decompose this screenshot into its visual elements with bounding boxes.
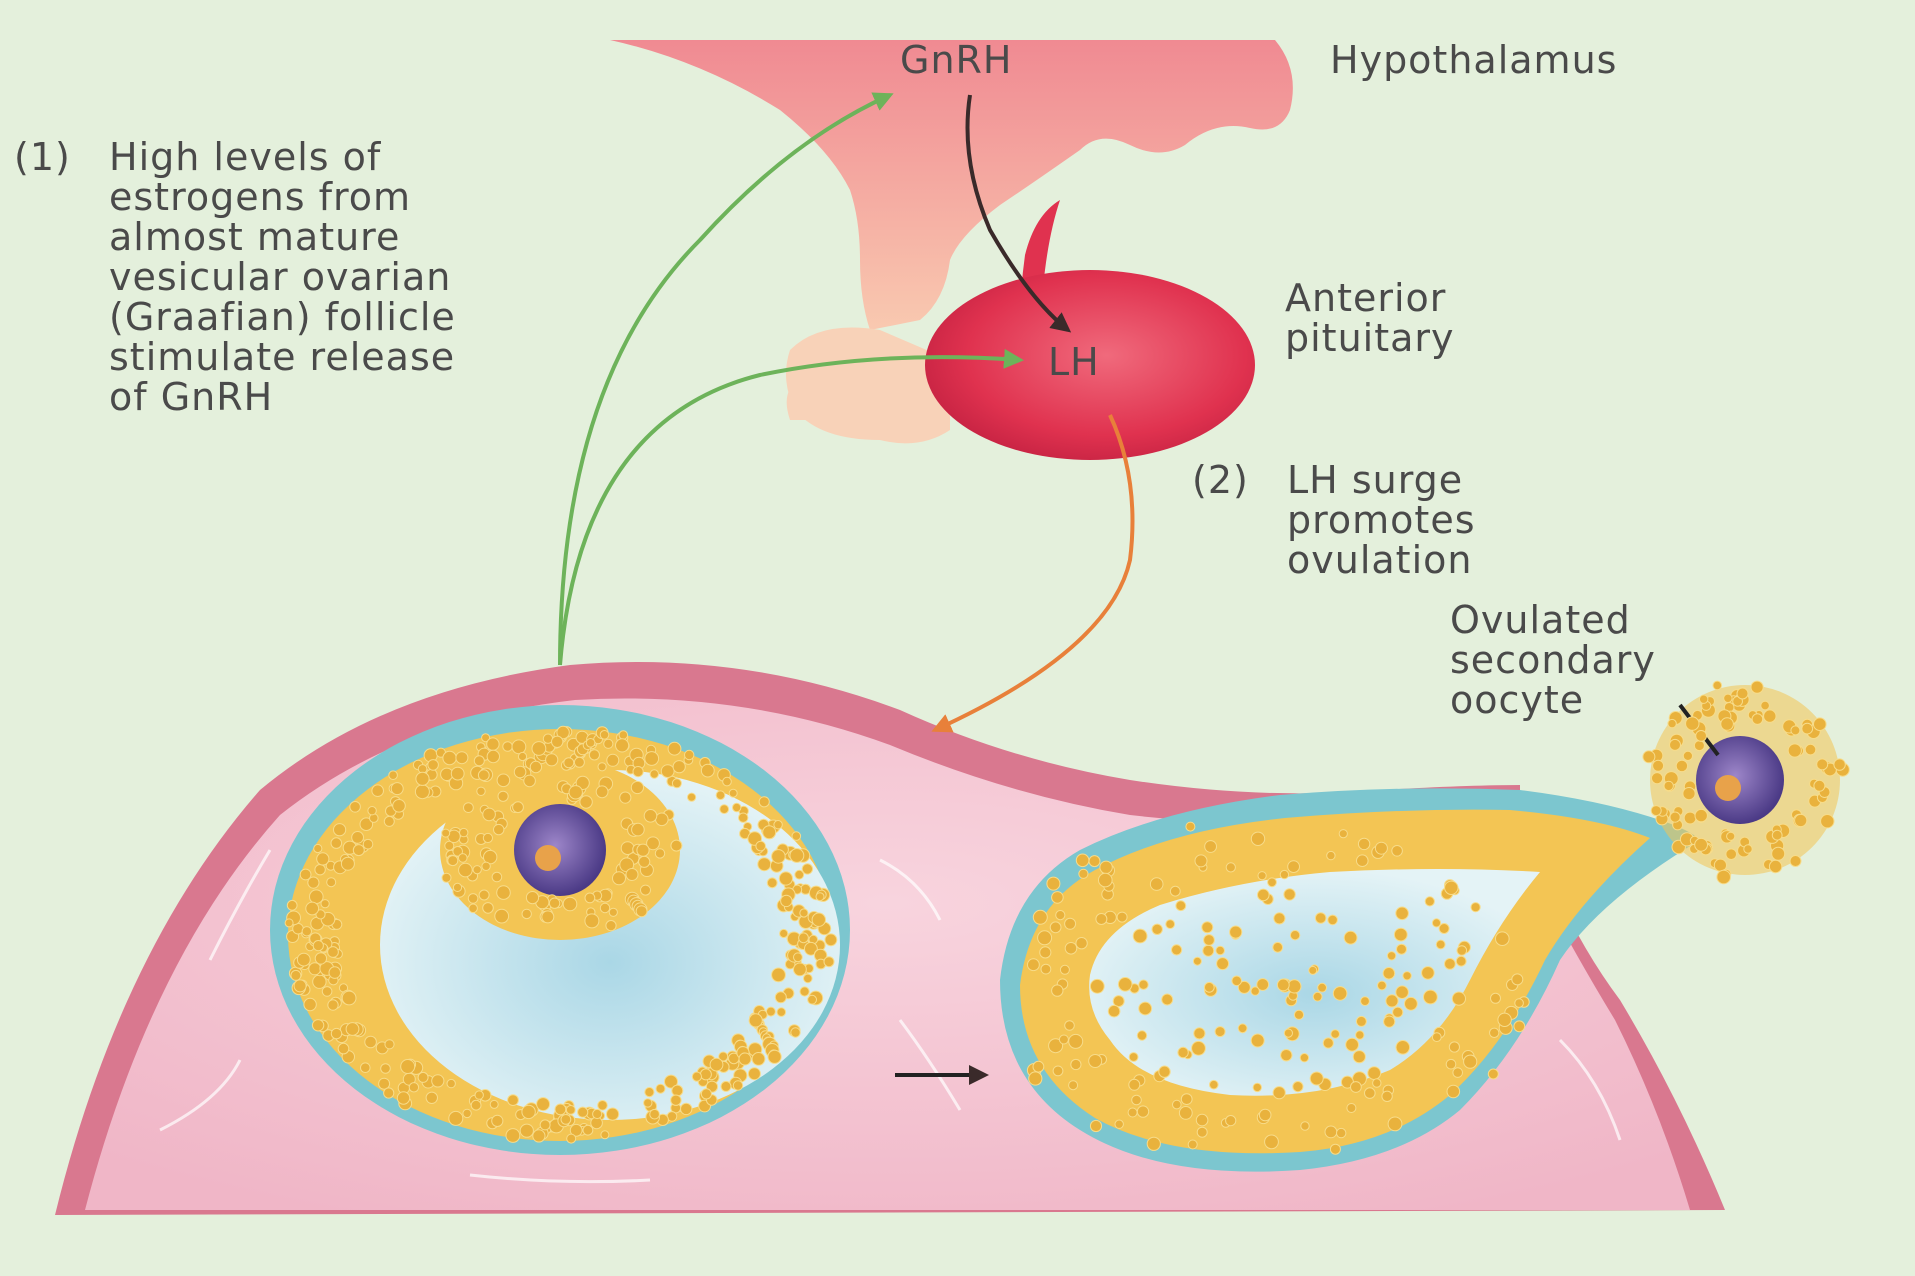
anterior-pituitary-label: Anterior pituitary — [1285, 278, 1455, 358]
gnrh-label: GnRH — [900, 40, 1013, 80]
ovulated-secondary-oocyte — [1696, 736, 1784, 824]
primary-oocyte — [514, 804, 606, 896]
lh-surge-arrow — [935, 415, 1133, 730]
hypothalamus-label: Hypothalamus — [1330, 40, 1617, 80]
step2-annotation: (2)LH surge promotes ovulation — [1192, 460, 1476, 580]
hypothalamus-pituitary — [610, 40, 1293, 460]
lh-label: LH — [1048, 342, 1100, 382]
step1-annotation: (1)High levels of estrogens from almost … — [14, 137, 456, 417]
posterior-pituitary — [786, 328, 950, 444]
ovulated-oocyte-label: Ovulated secondary oocyte — [1450, 600, 1656, 720]
hypothalamus-tissue — [610, 40, 1293, 330]
